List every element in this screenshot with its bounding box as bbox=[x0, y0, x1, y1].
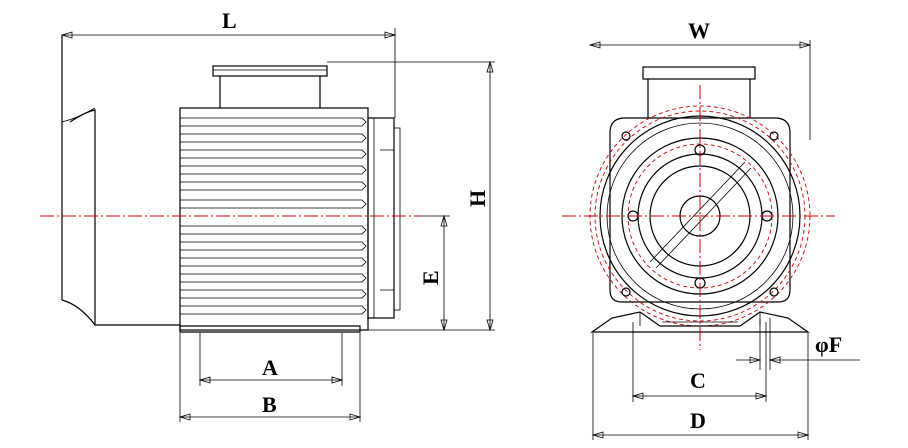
motor-base bbox=[179, 325, 361, 333]
label-W: W bbox=[688, 18, 710, 43]
dimension-F: φF bbox=[736, 318, 860, 370]
front-terminal-box bbox=[642, 66, 756, 80]
front-base-feet bbox=[590, 311, 810, 333]
label-C: C bbox=[690, 368, 706, 393]
motor-body bbox=[179, 107, 369, 331]
label-B: B bbox=[262, 392, 277, 417]
dimension-D: D bbox=[591, 333, 810, 440]
fan-cover bbox=[367, 117, 395, 319]
dimension-E: E bbox=[418, 214, 450, 332]
label-A: A bbox=[262, 355, 278, 380]
dimension-B: B bbox=[178, 333, 362, 422]
label-D: D bbox=[690, 408, 706, 433]
dimension-C: C bbox=[631, 322, 768, 402]
shaft-end-outline bbox=[61, 35, 180, 326]
label-H: H bbox=[465, 190, 490, 207]
label-E: E bbox=[418, 270, 443, 285]
side-view bbox=[40, 35, 420, 333]
label-L: L bbox=[222, 8, 237, 33]
dimension-H: H bbox=[327, 60, 495, 332]
dimension-A: A bbox=[198, 333, 344, 386]
dimension-L: L bbox=[60, 8, 397, 118]
terminal-box bbox=[212, 65, 328, 108]
cooling-fins bbox=[180, 117, 367, 315]
front-view bbox=[562, 66, 835, 350]
flange-outline bbox=[609, 117, 791, 303]
label-F: φF bbox=[815, 332, 842, 357]
dimension-W: W bbox=[588, 18, 812, 140]
